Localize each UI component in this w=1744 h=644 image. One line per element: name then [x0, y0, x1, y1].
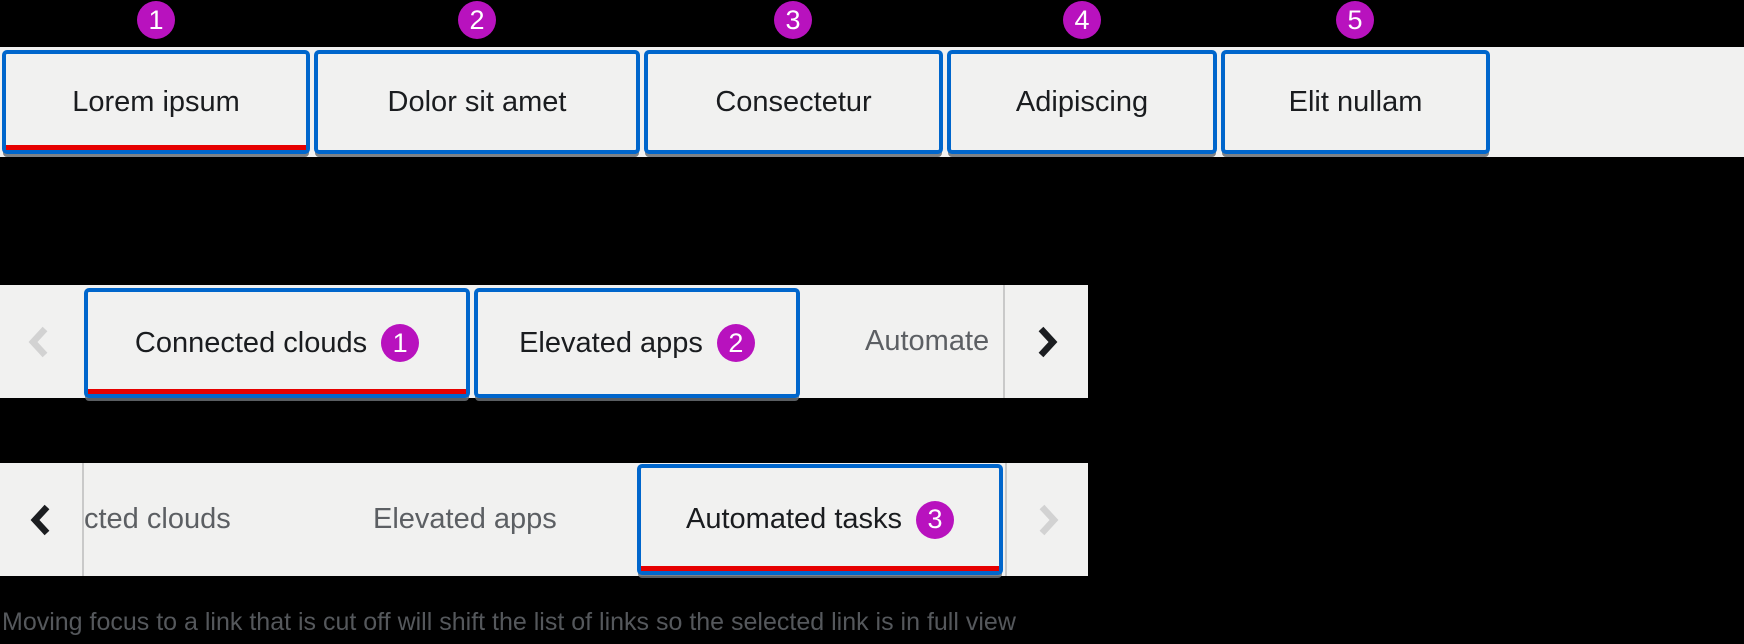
- tab-automated-tasks-cut-off[interactable]: Automate: [865, 325, 990, 357]
- scroll-button-divider: [1003, 285, 1005, 398]
- annotation-badge-1: 1: [381, 324, 420, 362]
- annotation-badge-2: 2: [716, 324, 755, 362]
- chevron-left-icon: [27, 325, 51, 359]
- tab-elit-nullam[interactable]: Elit nullam: [1221, 50, 1490, 154]
- tab-label: Elit nullam: [1288, 85, 1423, 118]
- scroll-back-button[interactable]: [0, 463, 82, 576]
- tab-bar-overflow-right: Connected clouds 1 Elevated apps 2 Autom…: [0, 285, 1088, 398]
- figure-caption: Moving focus to a link that is cut off w…: [2, 608, 1016, 636]
- tab-connected-clouds[interactable]: Connected clouds 1: [84, 288, 470, 398]
- scroll-forward-button[interactable]: [1007, 463, 1088, 576]
- annotation-badge-4: 4: [1063, 1, 1101, 39]
- chevron-left-icon: [29, 503, 53, 537]
- tab-label: Automated tasks: [686, 503, 902, 535]
- annotation-badge-1: 1: [137, 1, 175, 39]
- annotation-badge-3: 3: [774, 1, 812, 39]
- tab-adipiscing[interactable]: Adipiscing: [947, 50, 1217, 154]
- chevron-right-icon: [1036, 503, 1060, 537]
- tab-label: Elevated apps: [519, 326, 703, 359]
- tab-connected-clouds-cut-off[interactable]: cted clouds: [84, 503, 231, 535]
- tab-label: Adipiscing: [1015, 85, 1149, 118]
- chevron-right-icon: [1035, 325, 1059, 359]
- scroll-forward-button[interactable]: [1005, 285, 1088, 398]
- tab-elevated-apps[interactable]: Elevated apps 2: [474, 288, 800, 398]
- tab-label: Dolor sit amet: [387, 85, 567, 118]
- tab-lorem-ipsum[interactable]: Lorem ipsum: [2, 50, 310, 154]
- tab-label: Connected clouds: [134, 326, 368, 359]
- tab-label: Lorem ipsum: [72, 85, 240, 118]
- tab-consectetur[interactable]: Consectetur: [644, 50, 943, 154]
- scroll-back-button[interactable]: [0, 285, 78, 398]
- scroll-button-divider: [82, 463, 84, 576]
- tab-automated-tasks[interactable]: Automated tasks 3: [637, 464, 1003, 575]
- tab-label: Consectetur: [715, 85, 872, 118]
- annotation-badge-2: 2: [458, 1, 496, 39]
- annotation-badge-3: 3: [916, 500, 954, 539]
- tab-dolor-sit-amet[interactable]: Dolor sit amet: [314, 50, 640, 154]
- scroll-button-divider: [1005, 463, 1007, 576]
- annotation-badge-5: 5: [1336, 1, 1374, 39]
- tab-bar-full: Lorem ipsum Dolor sit amet Consectetur A…: [0, 47, 1744, 157]
- tab-elevated-apps[interactable]: Elevated apps: [373, 503, 557, 535]
- tab-bar-overflow-left: cted clouds Elevated apps Automated task…: [0, 463, 1088, 576]
